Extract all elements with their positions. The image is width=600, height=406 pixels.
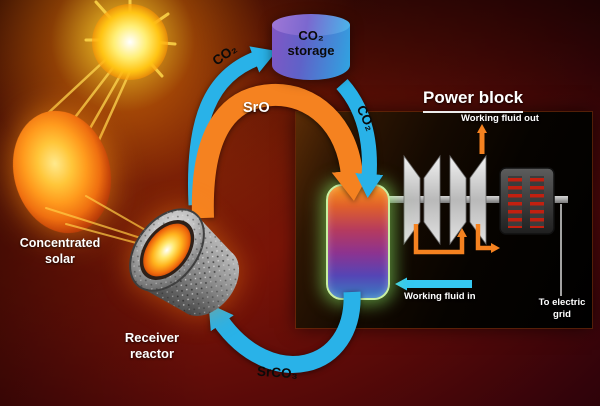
concentrated-solar-line1: Concentrated bbox=[19, 236, 101, 250]
receiver-reactor bbox=[129, 208, 240, 316]
drum-body bbox=[138, 213, 232, 312]
co2-to-storage-arrow bbox=[187, 46, 277, 206]
tank-top bbox=[272, 14, 350, 36]
working-fluid-out-label: Working fluid out bbox=[461, 113, 539, 124]
carbonator-vessel bbox=[326, 184, 390, 300]
co2-storage-line1: CO₂ bbox=[298, 28, 324, 43]
turbine-shaft bbox=[388, 196, 568, 203]
receiver-reactor-line2: reactor bbox=[129, 346, 175, 362]
generator bbox=[499, 167, 555, 235]
power-block-title: Power block bbox=[423, 87, 524, 114]
working-fluid-in-label: Working fluid in bbox=[404, 291, 476, 302]
to-electric-grid-label: To electric grid bbox=[530, 297, 594, 321]
stage-to-generator-flow-arrow bbox=[475, 224, 500, 253]
receiver-reactor-line1: Receiver bbox=[124, 330, 180, 345]
concentrated-solar-spot bbox=[12, 110, 112, 234]
drum-front-face bbox=[129, 208, 205, 292]
co2-storage-tank bbox=[272, 14, 350, 80]
sro-label: SrO bbox=[243, 100, 270, 116]
concentrated-solar-label: Concentrated solar bbox=[8, 236, 112, 267]
co2-to-storage-label: CO₂ bbox=[209, 40, 240, 69]
sun-icon bbox=[92, 4, 168, 80]
interstage-flow-arrow bbox=[413, 224, 467, 255]
turbine-stage-1 bbox=[403, 154, 441, 246]
concentrated-solar-line2: solar bbox=[45, 251, 75, 266]
co2-storage-line2: storage bbox=[287, 42, 335, 58]
to-electric-grid-line2: grid bbox=[553, 308, 571, 320]
drum-back-cap bbox=[176, 248, 240, 316]
co2-storage-label: CO₂ storage bbox=[272, 28, 350, 59]
aperture-glow bbox=[143, 223, 191, 277]
to-electric-grid-line1: To electric bbox=[538, 297, 586, 308]
receiver-reactor-label: Receiver reactor bbox=[102, 330, 202, 363]
srco3-label: SrCO₃ bbox=[256, 363, 299, 382]
turbine-stage-2 bbox=[449, 154, 487, 246]
aperture-rim bbox=[139, 219, 195, 281]
